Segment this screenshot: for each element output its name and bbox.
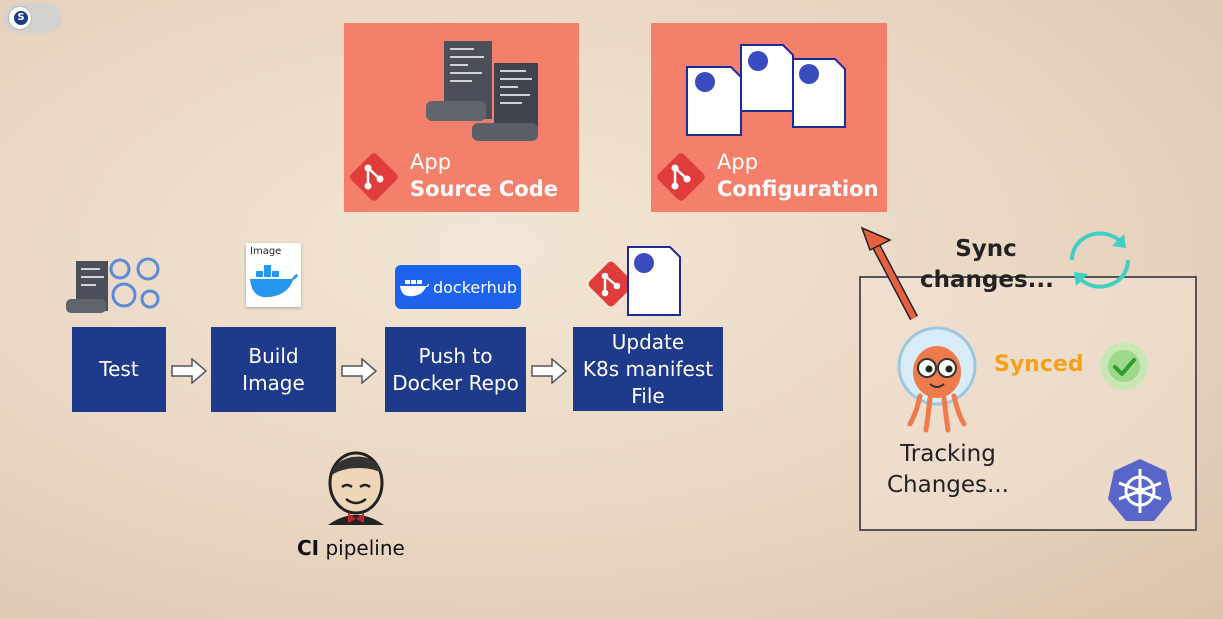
repo-label: App Configuration: [717, 149, 878, 203]
dockerhub-logo: dockerhub: [395, 265, 521, 309]
repo-label: App Source Code: [410, 149, 558, 203]
sync-changes-label: Sync changes...: [920, 236, 1054, 293]
app-source-code-repo: App Source Code: [344, 23, 579, 212]
ci-step-push-docker-repo: Push to Docker Repo: [385, 327, 526, 412]
image-card-label: Image: [250, 246, 282, 257]
git-icon: [657, 153, 705, 201]
synced-status-label: Synced: [994, 352, 1084, 377]
ci-step-update-manifest: Update K8s manifest File: [573, 327, 723, 411]
argo-cd-icon: [897, 326, 977, 433]
docker-image-card: Image: [246, 243, 301, 307]
tracking-changes-label: Tracking Changes...: [887, 441, 1009, 498]
ci-step-label: Push to Docker Repo: [392, 343, 519, 395]
source-code-files-icon: [426, 41, 538, 141]
test-gears-icon: [66, 257, 160, 313]
ci-step-test: Test: [72, 327, 166, 412]
sync-icon: [1069, 231, 1131, 289]
ci-step-label: Update K8s manifest File: [582, 329, 714, 408]
dockerhub-label: dockerhub: [432, 277, 517, 297]
jenkins-icon: [328, 451, 384, 525]
docker-whale-icon: [250, 265, 298, 298]
app-logo-icon: S: [8, 6, 32, 30]
repo-label-line2: Configuration: [717, 177, 879, 201]
repo-label-line1: App: [410, 150, 452, 174]
ci-pipeline-label: CI pipeline: [297, 536, 405, 560]
git-manifest-icon: [588, 246, 681, 316]
ci-label-rest: pipeline: [319, 536, 405, 560]
repo-label-line2: Source Code: [410, 177, 558, 201]
ci-step-label: Test: [99, 357, 139, 381]
flow-arrow-icon: [341, 358, 377, 384]
ci-step-label: Build Image: [242, 343, 305, 395]
kubernetes-manifest-files-icon: [686, 44, 846, 136]
flow-arrow-icon: [531, 358, 567, 384]
flow-arrow-icon: [171, 358, 207, 384]
app-toggle[interactable]: S: [4, 3, 62, 33]
ci-label-bold: CI: [297, 536, 320, 560]
ci-step-build-image: Build Image: [211, 327, 336, 412]
sync-arrow-icon: [860, 226, 918, 321]
repo-label-line1: App: [717, 150, 759, 174]
docker-whale-icon: [399, 280, 429, 297]
app-logo-letter: S: [14, 11, 28, 25]
app-configuration-repo: App Configuration: [651, 23, 887, 212]
git-icon: [350, 153, 398, 201]
kubernetes-icon: [1108, 459, 1172, 521]
check-icon: [1100, 342, 1148, 390]
